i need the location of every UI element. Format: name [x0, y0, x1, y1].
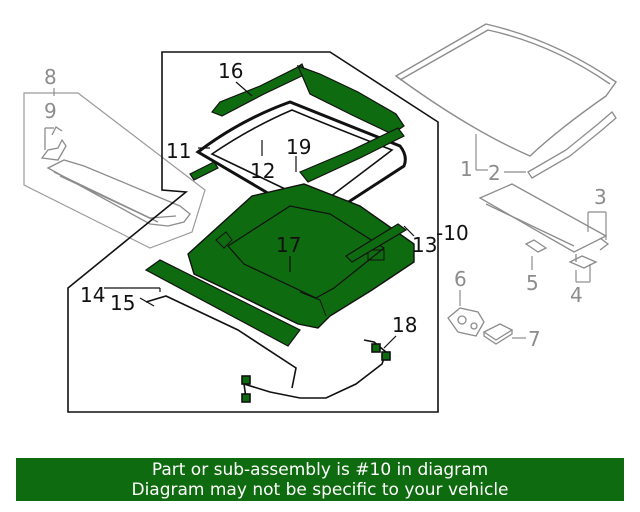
part-15-tube: [145, 295, 297, 389]
callout-19: 19: [286, 135, 311, 159]
callout-2: 2: [488, 161, 501, 185]
part-4-clip: [568, 254, 598, 269]
part-1-roof-panel: [394, 23, 617, 157]
part-6-motor: [447, 307, 485, 337]
grey-leader-lines: [53, 88, 607, 339]
part-14-panel: [144, 259, 301, 347]
callout-15: 15: [110, 291, 135, 315]
callout-13: 13: [412, 233, 437, 257]
callout-3: 3: [594, 185, 607, 209]
callout-1: 1: [460, 157, 473, 181]
part-3-crossmember: [478, 183, 610, 253]
banner-line-2: Diagram may not be specific to your vehi…: [131, 479, 509, 500]
callouts: 8 9 16 11 19 12 17 13 -10 14 15 18 1 2 3…: [44, 59, 607, 351]
part-19-front-rail: [299, 127, 405, 183]
banner-line-1: Part or sub-assembly is #10 in diagram: [151, 459, 489, 480]
callout-9: 9: [44, 99, 57, 123]
callout-12: 12: [250, 159, 275, 183]
part-10-frame: [187, 183, 415, 329]
part-11-strip: [189, 161, 219, 181]
callout-4: 4: [570, 283, 583, 307]
callout-11: 11: [166, 139, 191, 163]
part-9-bracket: [40, 126, 67, 161]
callout-7: 7: [528, 327, 541, 351]
callout-16: 16: [218, 59, 243, 83]
callout-6: 6: [454, 267, 467, 291]
callout-8: 8: [44, 65, 57, 89]
part-16-rail: [211, 63, 405, 135]
callout-14: 14: [80, 283, 105, 307]
callout-17: 17: [276, 233, 301, 257]
part-8-panel: [46, 159, 191, 227]
part-5-clip: [524, 239, 548, 253]
black-leader-lines: [104, 81, 415, 349]
main-inset-box: [67, 51, 439, 413]
part-2-strip: [527, 111, 617, 179]
callout-5: 5: [526, 271, 539, 295]
callout-18: 18: [392, 313, 417, 337]
part-13-rail: [345, 223, 408, 263]
inset-box-8: [23, 92, 206, 249]
part-18-harness: [241, 339, 391, 403]
info-banner: Part or sub-assembly is #10 in diagram D…: [16, 458, 624, 501]
part-7-module: [482, 323, 514, 345]
callout-10: -10: [436, 221, 469, 245]
